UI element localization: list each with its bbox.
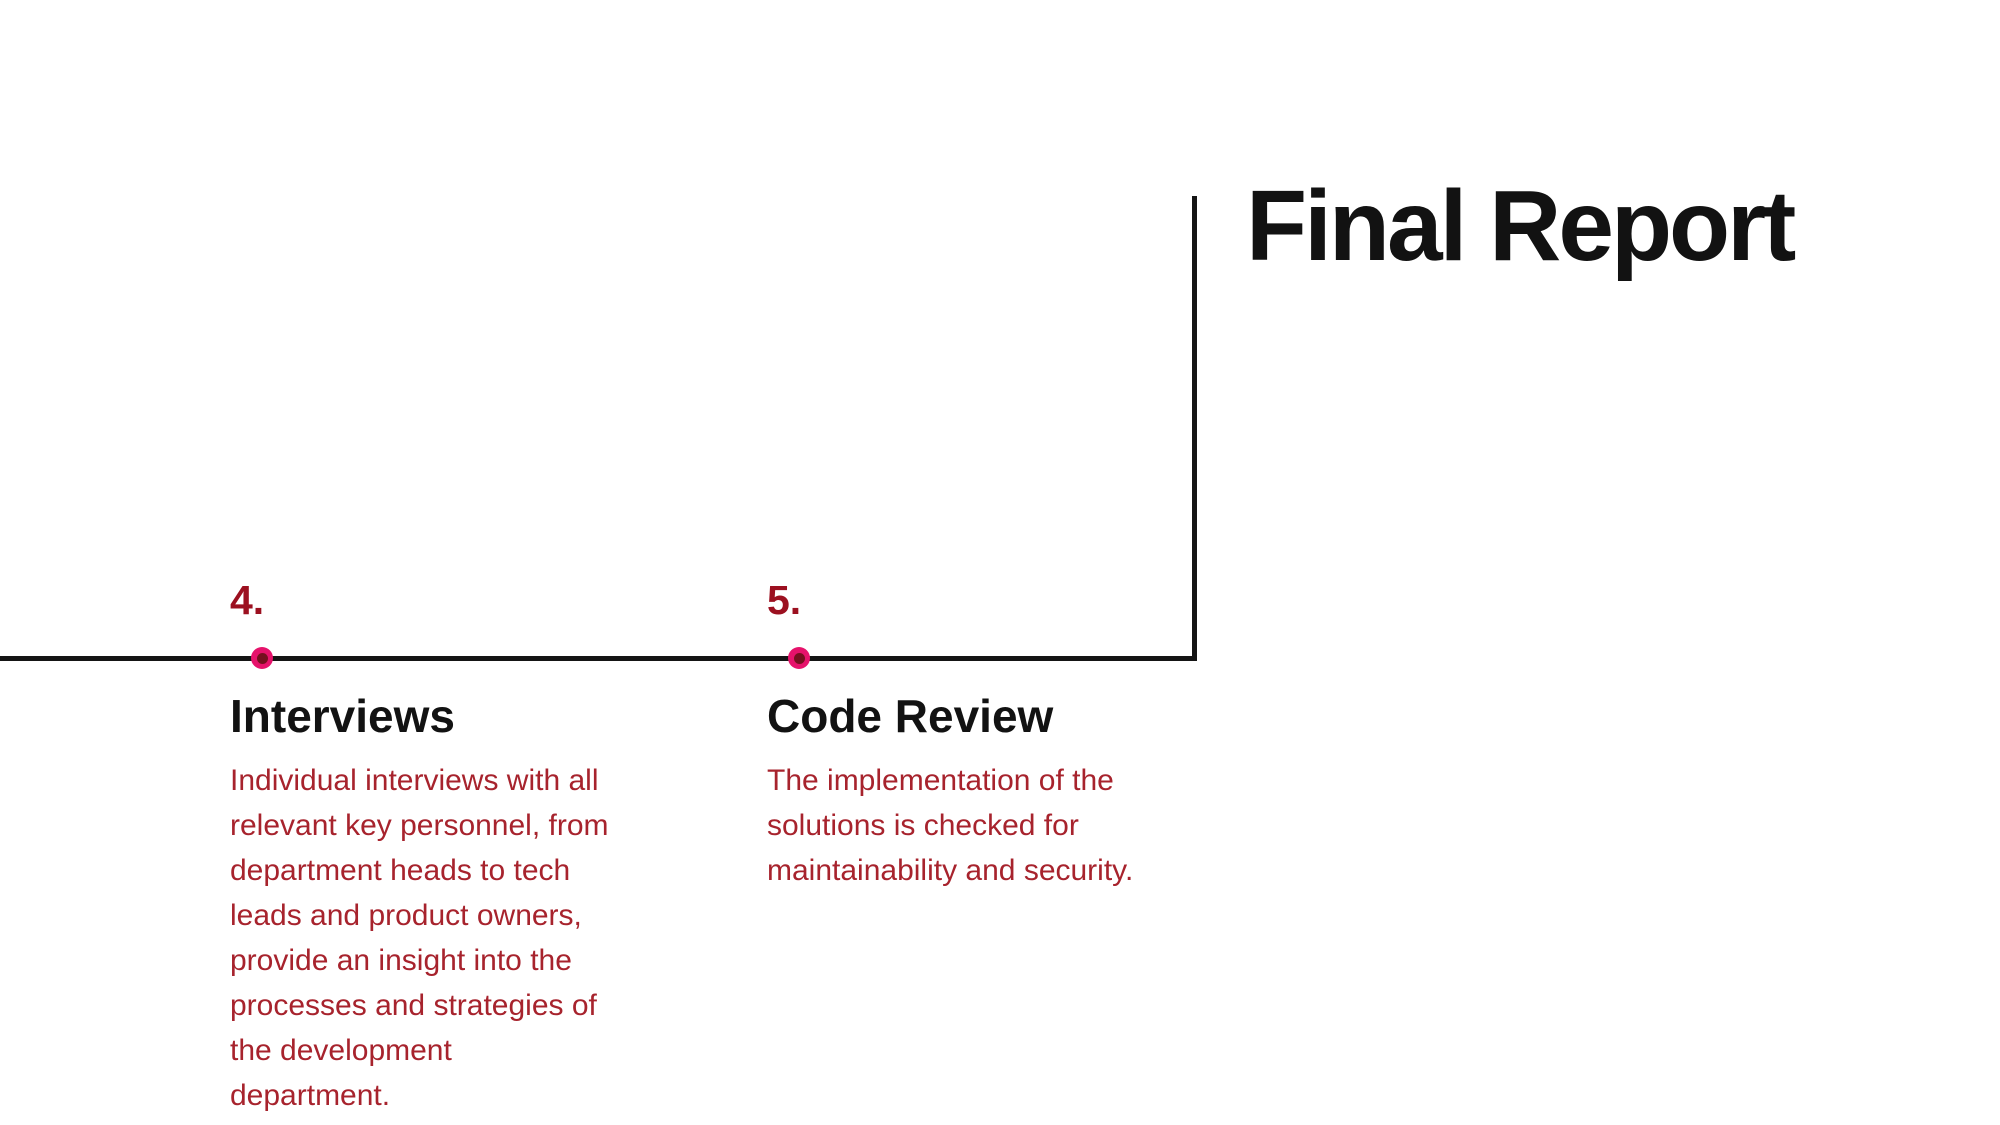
milestone-4-number: 4. — [230, 577, 265, 623]
timeline-horizontal-line — [0, 656, 1197, 661]
milestone-5-dot — [788, 647, 810, 669]
milestone-5-dot-core — [793, 652, 805, 664]
milestone-4-dot-core — [256, 652, 268, 664]
timeline-vertical-elbow-line — [1192, 196, 1197, 661]
milestone-4-dot — [251, 647, 273, 669]
milestone-4-title: Interviews — [230, 690, 455, 742]
milestone-5-number: 5. — [767, 577, 802, 623]
milestone-5-title: Code Review — [767, 690, 1054, 742]
milestone-5-description: The implementation of the solutions is c… — [767, 764, 1134, 887]
milestone-4-description: Individual interviews with all relevant … — [230, 764, 609, 1112]
final-report-title: Final Report — [1246, 170, 1796, 282]
